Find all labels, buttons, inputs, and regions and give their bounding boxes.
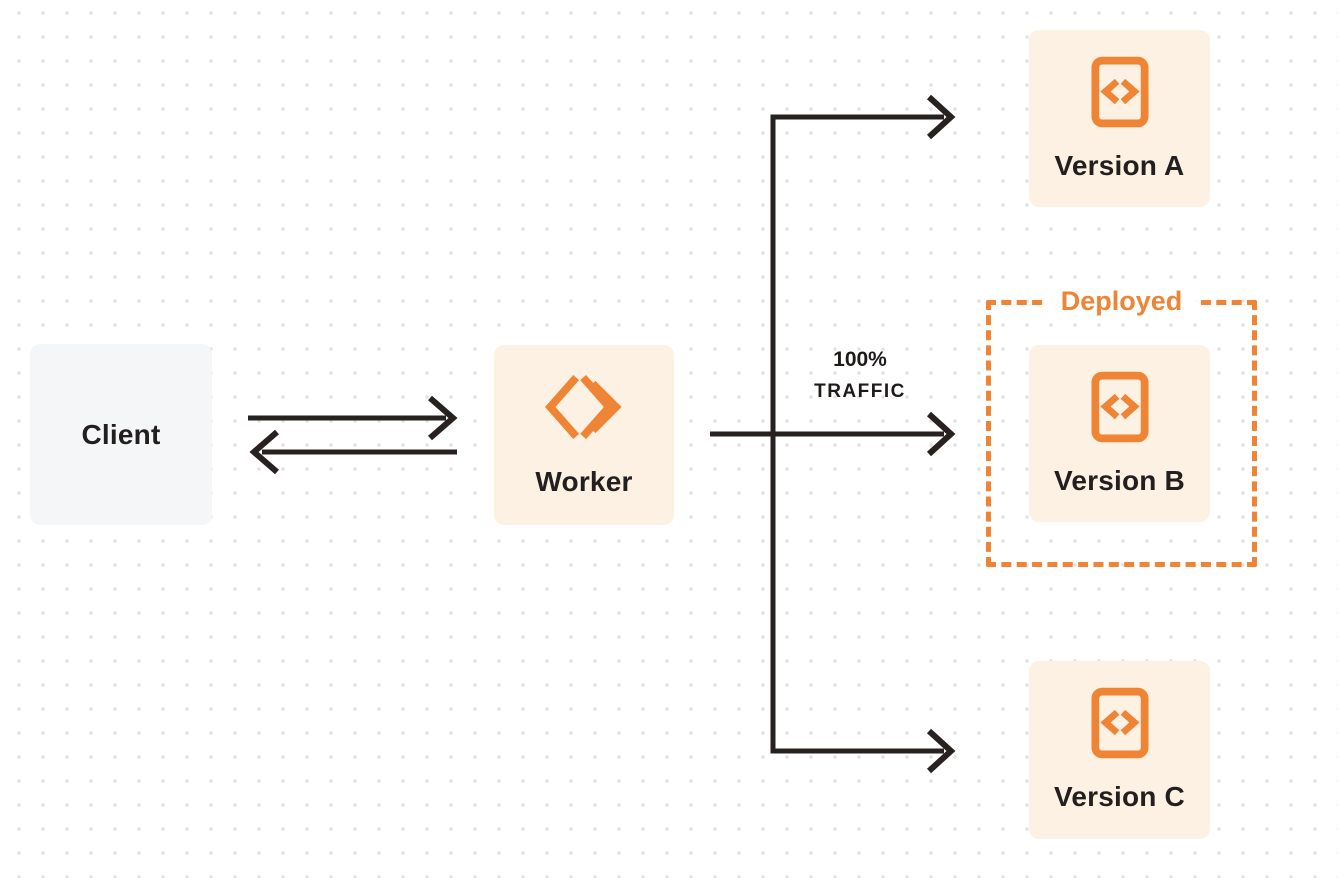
- cloudflare-workers-logo-icon: [544, 372, 623, 442]
- version-b-node: Version B: [1029, 345, 1210, 522]
- traffic-percent-text: 100%: [833, 348, 887, 371]
- traffic-split-lines: [710, 114, 944, 754]
- traffic-label: 100% TRAFFIC: [790, 349, 930, 403]
- worker-node: Worker: [494, 345, 674, 525]
- arrow-to-version-a: [926, 94, 956, 140]
- client-node: Client: [30, 344, 212, 525]
- deployed-label: Deployed: [1046, 286, 1197, 317]
- code-file-icon: [1090, 56, 1149, 128]
- traffic-word-text: TRAFFIC: [814, 381, 906, 402]
- response-arrow: [249, 429, 457, 475]
- code-file-icon: [1090, 371, 1149, 443]
- version-c-node: Version C: [1029, 661, 1210, 839]
- code-file-icon: [1090, 687, 1149, 759]
- arrow-to-version-b: [926, 411, 956, 457]
- version-c-label: Version C: [1054, 781, 1185, 812]
- arrow-to-version-c: [926, 728, 956, 774]
- worker-label: Worker: [535, 466, 633, 497]
- version-a-node: Version A: [1029, 30, 1210, 207]
- version-b-label: Version B: [1054, 464, 1185, 496]
- request-arrow: [248, 395, 458, 441]
- deployed-group-outline: Deployed: [986, 286, 1257, 567]
- version-a-label: Version A: [1054, 149, 1185, 181]
- client-label: Client: [81, 418, 161, 450]
